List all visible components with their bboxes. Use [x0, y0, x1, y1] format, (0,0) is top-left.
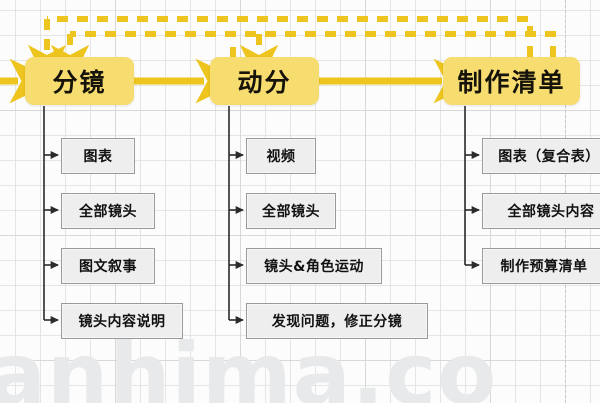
leaf-label: 镜头内容说明 — [78, 314, 166, 330]
stage-node-fenjing[interactable]: 分镜 — [25, 57, 134, 105]
leaf-box[interactable]: 全部镜头 — [246, 193, 336, 229]
leaf-box[interactable]: 图表 — [61, 138, 135, 174]
leaf-box[interactable]: 制作预算清单 — [482, 248, 600, 284]
leaf-box[interactable]: 图文叙事 — [61, 248, 155, 284]
leaf-label: 全部镜头 — [79, 204, 137, 220]
leaf-label: 镜头&角色运动 — [264, 259, 364, 275]
stage-node-label: 分镜 — [52, 68, 107, 97]
tree-connectors-stage-2 — [228, 106, 244, 324]
leaf-box[interactable]: 全部镜头 — [61, 193, 155, 229]
feedback-loop-inner — [50, 31, 556, 85]
leaf-box[interactable]: 镜头内容说明 — [61, 303, 183, 339]
stage-node-label: 制作清单 — [457, 68, 566, 97]
leaf-label: 全部镜头 — [262, 204, 320, 220]
leaf-box[interactable]: 图表（复合表） — [482, 138, 600, 174]
leaf-label: 图表（复合表） — [498, 149, 600, 165]
tree-connectors-stage-1 — [43, 106, 59, 324]
feedback-loop-stage2 — [230, 34, 279, 85]
leaf-label: 全部镜头内容 — [507, 204, 595, 220]
stage-node-dongfen[interactable]: 动分 — [210, 57, 319, 105]
tree-connectors-stage-3 — [464, 106, 480, 269]
leaf-box[interactable]: 全部镜头内容 — [482, 193, 600, 229]
leaf-label: 制作预算清单 — [500, 259, 588, 275]
leaf-box[interactable]: 发现问题，修正分镜 — [246, 303, 428, 339]
stage-node-zhizuoqingdan[interactable]: 制作清单 — [443, 57, 580, 105]
feedback-loop-outer — [27, 16, 533, 85]
leaf-label: 图表 — [83, 149, 113, 165]
leaf-box[interactable]: 镜头&角色运动 — [246, 248, 382, 284]
leaf-box[interactable]: 视频 — [246, 138, 316, 174]
leaf-label: 图文叙事 — [79, 259, 137, 275]
stage-node-label: 动分 — [237, 68, 292, 97]
leaf-label: 发现问题，修正分镜 — [271, 314, 403, 330]
leaf-label: 视频 — [266, 149, 296, 165]
